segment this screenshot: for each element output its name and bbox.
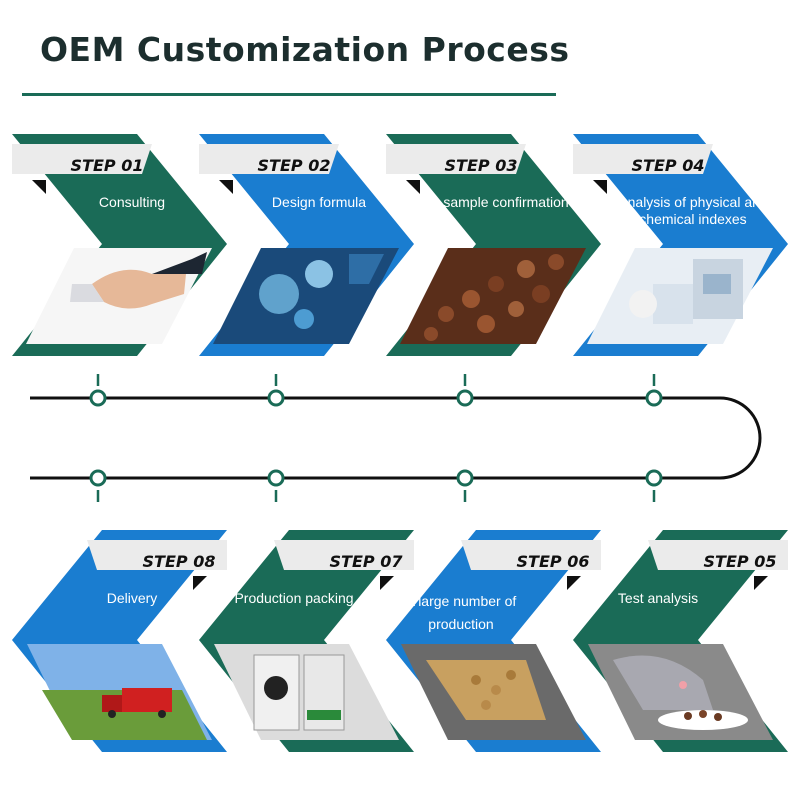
step-description: Analysis of physical and chemical indexe… bbox=[618, 194, 768, 227]
step-label: STEP 01 bbox=[70, 156, 144, 175]
lab-analysis-photo bbox=[587, 248, 773, 344]
packing-bags-photo bbox=[214, 644, 399, 740]
production-line-photo bbox=[401, 644, 586, 740]
step-label: STEP 08 bbox=[142, 552, 216, 571]
step-description: Design formula bbox=[271, 194, 367, 210]
truck-photo bbox=[27, 644, 212, 740]
chevron-shape bbox=[573, 530, 788, 752]
chevron-shape bbox=[386, 530, 601, 752]
step-label: STEP 07 bbox=[329, 552, 403, 571]
step-card-02: STEP 02 Design formula bbox=[199, 134, 414, 356]
step-card-03: STEP 03 sample confirmation bbox=[386, 134, 601, 356]
timeline-node bbox=[267, 389, 285, 407]
step-label: STEP 02 bbox=[257, 156, 331, 175]
step-label: STEP 03 bbox=[444, 156, 518, 175]
timeline-node bbox=[267, 469, 285, 487]
cat-eating-photo bbox=[588, 644, 773, 740]
process-timeline bbox=[30, 374, 762, 502]
chevron-shape bbox=[386, 134, 601, 356]
timeline-node bbox=[456, 469, 474, 487]
timeline-node bbox=[456, 389, 474, 407]
step-label: STEP 05 bbox=[703, 552, 777, 571]
timeline-node bbox=[89, 389, 107, 407]
step-label: STEP 06 bbox=[516, 552, 590, 571]
lab-research-photo bbox=[213, 248, 399, 344]
chevron-shape bbox=[12, 530, 227, 752]
step-card-06: STEP 06 A large number of production bbox=[386, 530, 601, 752]
step-description: Test analysis bbox=[617, 590, 699, 606]
step-card-05: STEP 05 Test analysis bbox=[573, 530, 788, 752]
step-card-04: STEP 04 Analysis of physical and chemica… bbox=[573, 134, 788, 356]
step-description: A large number of production bbox=[405, 593, 517, 632]
step-description: Consulting bbox=[98, 194, 166, 210]
chevron-shape bbox=[573, 134, 788, 356]
chevron-shape bbox=[199, 530, 414, 752]
step-description: Production packing bbox=[234, 590, 354, 606]
chevron-shape bbox=[12, 134, 227, 356]
chevron-shape bbox=[199, 134, 414, 356]
page-title: OEM Customization Process bbox=[40, 30, 570, 69]
timeline-node bbox=[645, 469, 663, 487]
step-description: sample confirmation bbox=[443, 194, 569, 210]
timeline-node bbox=[645, 389, 663, 407]
pet-food-kibble-photo bbox=[400, 248, 586, 344]
timeline-node bbox=[89, 469, 107, 487]
title-underline bbox=[22, 93, 556, 96]
step-card-08: STEP 08 Delivery bbox=[12, 530, 227, 752]
step-card-01: STEP 01 Consulting bbox=[12, 134, 227, 356]
step-card-07: STEP 07 Production packing bbox=[199, 530, 414, 752]
step-label: STEP 04 bbox=[631, 156, 705, 175]
step-description: Delivery bbox=[106, 590, 158, 606]
handshake-photo bbox=[26, 248, 212, 344]
